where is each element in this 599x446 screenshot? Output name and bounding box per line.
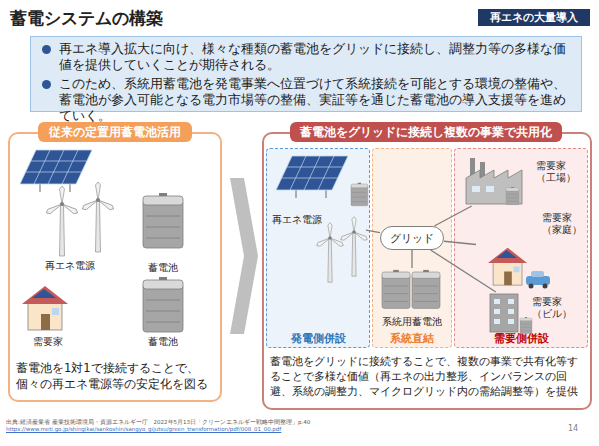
building-window bbox=[494, 309, 500, 314]
battery bbox=[351, 183, 368, 206]
icon-caption: 需要家 （ビル） bbox=[532, 296, 580, 320]
source-url: https://www.meti.go.jp/shingikai/sankosh… bbox=[6, 426, 281, 433]
building-window bbox=[494, 299, 500, 304]
factory-chimney bbox=[470, 158, 475, 178]
house bbox=[488, 248, 527, 285]
car-wheel bbox=[543, 284, 548, 289]
grid-connection-line bbox=[431, 250, 496, 292]
category-panel: 需要側併設 需要家 （工場） 需要家 （家庭） 需要家 （ビル） bbox=[454, 148, 588, 348]
renewable-source-icon: 再エネ電源 bbox=[270, 152, 366, 292]
category-label: 需要側併設 bbox=[455, 332, 587, 346]
icon-caption: 系統用蓄電池 bbox=[376, 316, 448, 328]
solar-panel bbox=[276, 156, 348, 198]
battery bbox=[520, 317, 532, 334]
icon-caption: 需要家 （家庭） bbox=[542, 212, 590, 236]
building-window bbox=[508, 319, 514, 324]
panel-body: 蓄電池を1対1で接続することで、個々の再エネ電源等の安定化を図る bbox=[16, 360, 216, 392]
consumer-icon: 需要家 bbox=[16, 278, 80, 350]
wind-turbine bbox=[340, 217, 369, 277]
building-window bbox=[508, 309, 514, 314]
battery-icon: 蓄電池 bbox=[132, 182, 194, 274]
bullet-text: このため、系統用蓄電池を発電事業へ位置づけて系統接続を可能とする環境の整備や、蓄… bbox=[59, 76, 573, 125]
grid-label: グリッド bbox=[381, 227, 443, 249]
icon-caption: 蓄電池 bbox=[132, 336, 194, 348]
category-panel: 発電側併設 再エネ電源 bbox=[266, 148, 370, 348]
home-icon: 需要家 （家庭） bbox=[476, 210, 584, 290]
solar-panel bbox=[20, 150, 92, 192]
panel-heading: 従来の定置用蓄電池活用 bbox=[38, 122, 192, 142]
car-wheel bbox=[529, 284, 534, 289]
battery bbox=[143, 193, 183, 248]
building-window bbox=[508, 299, 514, 304]
factory-window bbox=[486, 186, 494, 192]
panel-heading: 蓄電池をグリッドに接続し複数の事業で共用化 bbox=[290, 122, 562, 142]
summary-box: 再エネ導入拡大に向け、様々な種類の蓄電池をグリッドに接続し、調整力等の多様な価値… bbox=[30, 36, 582, 112]
source-note: 出典:経済産業省 産業技術環境局・資源エネルギー庁 2022年5月13日「クリー… bbox=[6, 419, 310, 426]
icon-caption: 需要家 bbox=[16, 336, 80, 348]
factory-building bbox=[466, 170, 522, 204]
slide-title: 蓄電システムの構築 bbox=[10, 7, 163, 29]
wind-turbine bbox=[316, 223, 345, 283]
factory-chimney bbox=[480, 162, 485, 178]
category-panel: 系統直結 グリッド系統用蓄電池 bbox=[372, 148, 452, 348]
electric-car bbox=[526, 276, 550, 285]
house bbox=[22, 286, 68, 330]
grid-connection-line bbox=[444, 241, 476, 244]
factory-window bbox=[472, 186, 480, 192]
comparison-panel: 蓄電池をグリッドに接続し複数の事業で共用化蓄電池をグリッドに接続することで、複数… bbox=[262, 132, 592, 410]
renewable-source-icon: 再エネ電源 bbox=[14, 148, 126, 274]
grid-box: グリッド bbox=[380, 226, 444, 250]
panel-body: 蓄電池をグリッドに接続することで、複数の事業で共有化等することで多様な価値（再エ… bbox=[270, 354, 588, 399]
icon-caption: 需要家 （工場） bbox=[536, 160, 584, 184]
grid-battery bbox=[412, 270, 440, 309]
wind-turbine bbox=[45, 186, 79, 256]
comparison-panel: 従来の定置用蓄電池活用蓄電池を1対1で接続することで、個々の再エネ電源等の安定化… bbox=[8, 132, 222, 402]
grid-battery bbox=[382, 270, 410, 309]
grid-connection-line bbox=[366, 230, 380, 232]
page-number: 14 bbox=[568, 424, 578, 434]
battery bbox=[143, 277, 183, 332]
electric-car bbox=[531, 271, 544, 277]
battery bbox=[506, 187, 519, 205]
section-tag: 再エネの大量導入 bbox=[478, 9, 590, 26]
tag-text: 再エネの大量導入 bbox=[478, 9, 590, 26]
office-building bbox=[490, 294, 518, 332]
grid-battery-icon: 系統用蓄電池 bbox=[376, 268, 448, 330]
building-window bbox=[494, 319, 500, 324]
category-label: 発電側併設 bbox=[267, 332, 369, 346]
wind-turbine bbox=[81, 182, 115, 252]
icon-caption: 再エネ電源 bbox=[14, 260, 126, 272]
building-icon: 需要家 （ビル） bbox=[476, 292, 584, 336]
grid-connection-line bbox=[434, 206, 471, 226]
transition-chevron bbox=[230, 178, 258, 334]
factory-icon: 需要家 （工場） bbox=[460, 152, 584, 206]
bullet-text: 再エネ導入拡大に向け、様々な種類の蓄電池をグリッドに接続し、調整力等の多様な価値… bbox=[59, 41, 573, 74]
grid-connection-line bbox=[411, 250, 412, 268]
icon-caption: 再エネ電源 bbox=[272, 214, 324, 226]
icon-caption: 蓄電池 bbox=[132, 262, 194, 274]
category-label: 系統直結 bbox=[373, 332, 451, 346]
battery-icon: 蓄電池 bbox=[132, 278, 194, 350]
